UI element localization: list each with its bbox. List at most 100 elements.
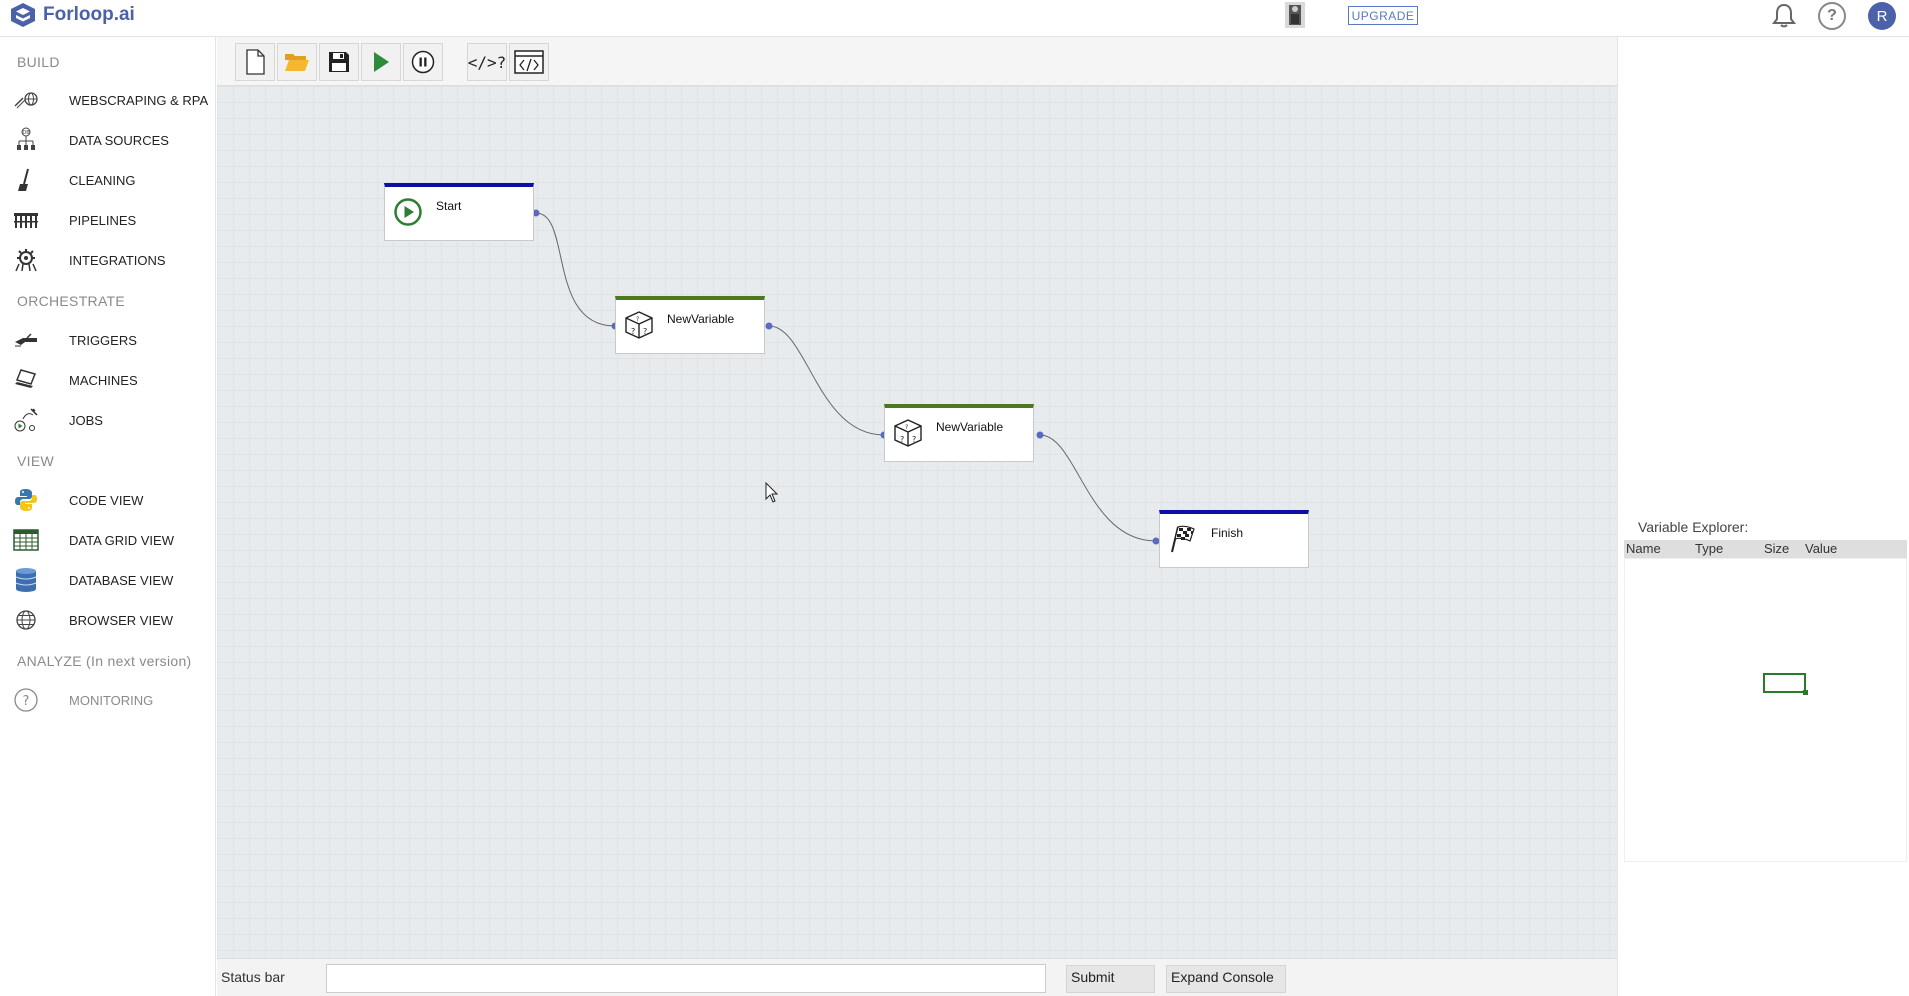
connection-variable1-to-variable2 [768, 325, 885, 436]
selected-cell[interactable] [1763, 673, 1808, 695]
code-window-icon [514, 50, 544, 74]
column-header-type[interactable]: Type [1695, 541, 1724, 556]
sidebar-item-monitoring: ? MONITORING [0, 680, 215, 720]
sidebar-item-webscraping[interactable]: WEBSCRAPING & RPA [0, 80, 215, 120]
pipelines-icon [13, 207, 39, 233]
node-new-variable[interactable]: ??? NewVariable [615, 296, 765, 354]
sidebar-item-label: DATA GRID VIEW [69, 532, 174, 548]
output-port-variable1 [765, 322, 773, 330]
checkered-flag-icon [1167, 523, 1199, 555]
sidebar-item-label: DATA SOURCES [69, 132, 169, 148]
sidebar-item-data-sources[interactable]: DB DATA SOURCES [0, 120, 215, 160]
section-title-view: VIEW [17, 453, 54, 469]
notification-bell-icon[interactable] [1772, 3, 1796, 29]
svg-text:?: ? [643, 327, 647, 336]
section-title-orchestrate: ORCHESTRATE [17, 293, 126, 309]
grid-icon [13, 527, 39, 553]
save-button[interactable] [319, 43, 359, 81]
code-help-icon: </>? [467, 52, 507, 72]
submit-button[interactable]: Submit [1066, 965, 1155, 993]
sidebar-item-integrations[interactable]: INTEGRATIONS [0, 240, 215, 280]
node-label: NewVariable [667, 312, 735, 326]
variable-explorer-header: Name Type Size Value [1624, 540, 1907, 558]
code-window-button[interactable] [509, 43, 549, 81]
node-start[interactable]: Start [384, 183, 534, 241]
sidebar-item-label: DATABASE VIEW [69, 572, 174, 588]
user-avatar[interactable]: R [1868, 2, 1896, 30]
column-header-value[interactable]: Value [1805, 541, 1838, 556]
new-file-icon [246, 49, 265, 75]
toolbar: </>? [217, 37, 1617, 86]
node-label: NewVariable [936, 420, 1004, 434]
globe-icon [13, 607, 39, 633]
sidebar-item-database-view[interactable]: DATABASE VIEW [0, 560, 215, 600]
sidebar-item-label: JOBS [69, 412, 103, 428]
python-icon [13, 487, 39, 513]
brand-name: Forloop.ai [43, 4, 135, 25]
sidebar-item-triggers[interactable]: TRIGGERS [0, 320, 215, 360]
upgrade-button[interactable]: UPGRADE [1348, 6, 1418, 25]
sidebar-item-code-view[interactable]: CODE VIEW [0, 480, 215, 520]
sidebar-item-pipelines[interactable]: PIPELINES [0, 200, 215, 240]
node-new-variable[interactable]: ??? NewVariable [884, 404, 1034, 462]
right-panel: Variable Explorer: Name Type Size Value [1617, 37, 1909, 996]
new-file-button[interactable] [235, 43, 275, 81]
run-icon [374, 52, 389, 72]
sidebar-item-label: TRIGGERS [69, 332, 137, 348]
svg-text:?: ? [23, 694, 30, 709]
sidebar-item-data-grid-view[interactable]: DATA GRID VIEW [0, 520, 215, 560]
sidebar-item-cleaning[interactable]: CLEANING [0, 160, 215, 200]
output-port-variable2 [1036, 431, 1044, 439]
jobs-icon [13, 407, 39, 433]
code-help-button[interactable]: </>? [467, 43, 507, 81]
column-header-name[interactable]: Name [1626, 541, 1661, 556]
node-finish[interactable]: Finish [1159, 510, 1309, 568]
sidebar-item-label: INTEGRATIONS [69, 252, 166, 268]
integrations-icon [13, 247, 39, 273]
svg-text:DB: DB [22, 130, 30, 136]
svg-text:?: ? [631, 327, 635, 336]
status-bar-label: Status bar [221, 969, 285, 985]
console-input[interactable] [326, 964, 1046, 993]
laptop-icon [13, 367, 39, 393]
open-folder-icon [285, 54, 309, 71]
status-bar: Status bar Submit Expand Console [217, 958, 1617, 996]
sidebar-item-browser-view[interactable]: BROWSER VIEW [0, 600, 215, 640]
sidebar-item-label: CODE VIEW [69, 492, 144, 508]
profile-image-icon[interactable] [1285, 2, 1305, 28]
help-button[interactable]: ? [1818, 2, 1846, 30]
database-icon [13, 567, 39, 593]
expand-console-button[interactable]: Expand Console [1166, 965, 1286, 993]
variable-explorer-grid[interactable] [1624, 558, 1907, 862]
output-port-start [532, 209, 540, 217]
logo[interactable]: Forloop.ai [10, 1, 135, 29]
connection-variable2-to-finish [1039, 434, 1157, 542]
run-button[interactable] [361, 43, 401, 81]
web-scraping-icon [13, 87, 39, 113]
variable-explorer-title: Variable Explorer: [1638, 519, 1749, 535]
pipeline-canvas[interactable]: Start ??? NewVariable ??? NewVariable Fi… [217, 86, 1617, 958]
triggers-icon [13, 327, 39, 353]
svg-text:?: ? [912, 435, 916, 444]
dice-icon: ??? [892, 417, 924, 449]
sidebar-item-jobs[interactable]: JOBS [0, 400, 215, 440]
sidebar-item-label: MACHINES [69, 372, 138, 388]
svg-text:?: ? [900, 435, 904, 444]
save-icon [329, 52, 349, 72]
broom-icon [13, 167, 39, 193]
question-circle-icon: ? [13, 687, 39, 713]
sidebar-item-label: WEBSCRAPING & RPA [69, 92, 209, 108]
pause-button[interactable] [403, 43, 443, 81]
open-folder-button[interactable] [277, 43, 317, 81]
sidebar-item-machines[interactable]: MACHINES [0, 360, 215, 400]
node-label: Start [436, 199, 462, 213]
sidebar-item-label: CLEANING [69, 172, 136, 188]
play-circle-icon [392, 196, 424, 228]
column-header-size[interactable]: Size [1764, 541, 1790, 556]
sidebar-item-label: PIPELINES [69, 212, 137, 228]
data-sources-icon: DB [13, 127, 39, 153]
dice-icon: ??? [623, 309, 655, 341]
sidebar: BUILD WEBSCRAPING & RPA DB DATA SOURCES … [0, 37, 216, 996]
svg-text:?: ? [636, 316, 639, 323]
